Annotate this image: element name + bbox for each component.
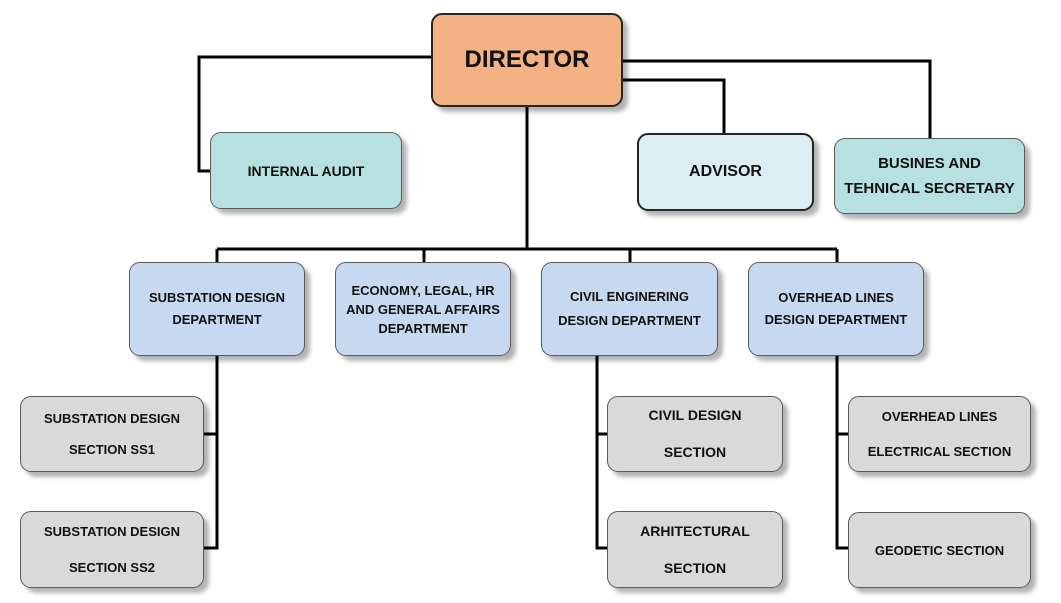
- arhitectural-section-box: ARHITECTURAL SECTION: [607, 511, 783, 588]
- advisor-box: ADVISOR: [637, 133, 814, 211]
- civil-department-box: CIVIL ENGINERING DESIGN DEPARTMENT: [541, 262, 718, 356]
- director-box: DIRECTOR: [431, 13, 623, 107]
- connector-internal-audit: [197, 55, 432, 173]
- connector-overhead-sections: [835, 356, 848, 550]
- overhead-electrical-line2: ELECTRICAL SECTION: [867, 444, 1012, 459]
- connector-substation-sections: [204, 356, 219, 550]
- geodetic-label: GEODETIC SECTION: [874, 542, 1005, 558]
- overhead-electrical-section-box: OVERHEAD LINES ELECTRICAL SECTION: [848, 396, 1031, 472]
- substation-department-line1: SUBSTATION DESIGN: [148, 290, 286, 305]
- business-secretary-line1: BUSINES AND: [878, 155, 981, 172]
- civil-department-line1: CIVIL ENGINERING: [570, 289, 689, 304]
- substation-department-box: SUBSTATION DESIGN DEPARTMENT: [129, 262, 305, 356]
- civil-design-line2: SECTION: [663, 444, 727, 460]
- civil-design-section-box: CIVIL DESIGN SECTION: [607, 396, 783, 472]
- ss2-line1: SUBSTATION DESIGN: [43, 523, 181, 539]
- civil-department-line2: DESIGN DEPARTMENT: [558, 313, 701, 328]
- business-secretary-line2: TEHNICAL SECRETARY: [844, 180, 1015, 197]
- arhitectural-line1: ARHITECTURAL: [640, 522, 750, 539]
- ss2-line2: SECTION SS2: [69, 559, 155, 575]
- connector-civil-sections: [595, 356, 607, 550]
- arhitectural-line2: SECTION: [663, 559, 727, 576]
- geodetic-section-box: GEODETIC SECTION: [848, 512, 1031, 588]
- overhead-department-box: OVERHEAD LINES DESIGN DEPARTMENT: [748, 262, 924, 356]
- civil-design-line1: CIVIL DESIGN: [648, 407, 742, 423]
- economy-department-line3: DEPARTMENT: [378, 320, 468, 336]
- internal-audit-label: INTERNAL AUDIT: [247, 162, 365, 179]
- overhead-department-line1: OVERHEAD LINES: [778, 290, 894, 305]
- ss1-line1: SUBSTATION DESIGN: [43, 411, 181, 426]
- connector-secretary: [622, 59, 932, 138]
- ss1-line2: SECTION SS1: [69, 442, 155, 457]
- business-secretary-box: BUSINES AND TEHNICAL SECRETARY: [834, 138, 1025, 214]
- economy-department-line1: ECONOMY, LEGAL, HR: [351, 282, 495, 298]
- advisor-label: ADVISOR: [689, 163, 762, 180]
- internal-audit-box: INTERNAL AUDIT: [210, 132, 402, 209]
- overhead-electrical-line1: OVERHEAD LINES: [881, 409, 998, 424]
- economy-department-box: ECONOMY, LEGAL, HR AND GENERAL AFFAIRS D…: [335, 262, 511, 356]
- economy-department-line2: AND GENERAL AFFAIRS: [346, 301, 500, 317]
- substation-department-line2: DEPARTMENT: [172, 312, 262, 327]
- substation-section-ss2-box: SUBSTATION DESIGN SECTION SS2: [20, 511, 204, 588]
- director-label: DIRECTOR: [464, 46, 590, 73]
- substation-section-ss1-box: SUBSTATION DESIGN SECTION SS1: [20, 396, 204, 472]
- connector-advisor: [622, 78, 726, 135]
- overhead-department-line2: DESIGN DEPARTMENT: [764, 312, 908, 327]
